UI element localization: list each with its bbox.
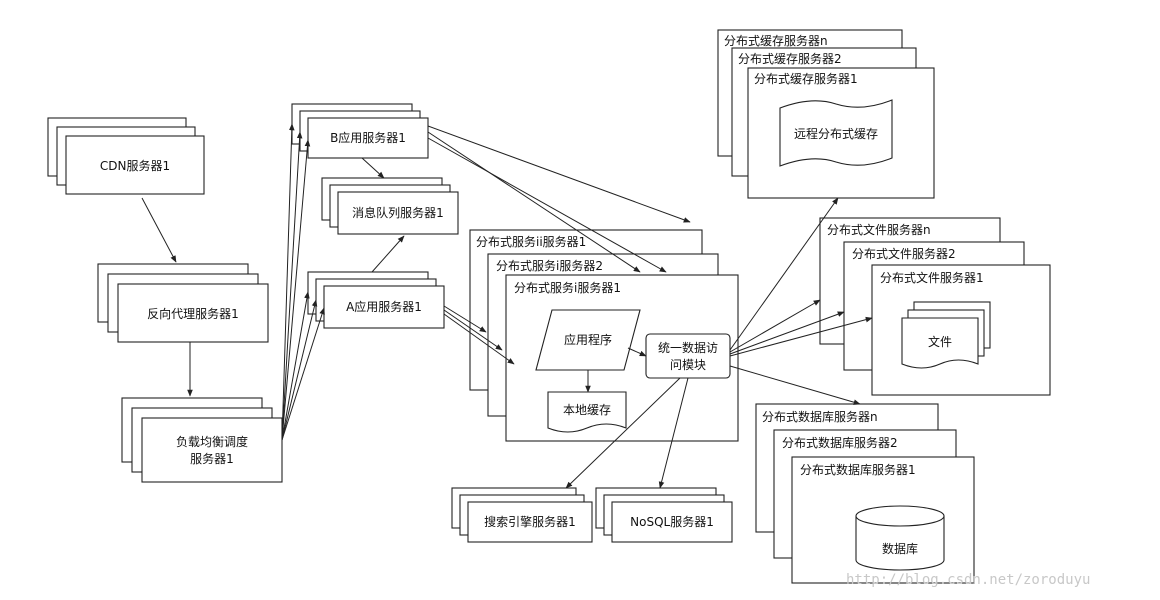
file-doc-front xyxy=(901,317,979,369)
db-2-label: 分布式数据库服务器2 xyxy=(782,435,898,450)
edge-unified-to-db xyxy=(729,365,861,405)
edge-a-app-to-mq xyxy=(371,235,405,273)
cache-2-label: 分布式缓存服务器2 xyxy=(738,51,842,66)
db-n-label: 分布式数据库服务器n xyxy=(762,409,878,424)
nosql-card-front xyxy=(611,501,733,543)
a-app-label: A应用服务器1 xyxy=(346,299,422,314)
cache-n-label: 分布式缓存服务器n xyxy=(724,33,828,48)
edge-unified-to-nosql xyxy=(658,377,689,489)
mq-label: 消息队列服务器1 xyxy=(352,205,444,220)
unified-access-label-line1: 统一数据访 xyxy=(658,340,718,355)
cdn-server-card-front xyxy=(65,135,205,195)
edge-lb-to-b-app-1 xyxy=(281,123,295,441)
reverse-proxy-card-front xyxy=(117,283,269,343)
edge-b-app-to-dist-1 xyxy=(427,125,691,223)
reverse-proxy-stack: 反向代理服务器1 xyxy=(97,263,269,343)
nosql-label: NoSQL服务器1 xyxy=(630,514,714,529)
a-app-server-stack: A应用服务器1 xyxy=(307,271,445,329)
dist-service-i1-label: 分布式服务i服务器1 xyxy=(514,280,621,295)
edge-b-app-to-mq xyxy=(361,157,385,179)
database-cylinder-top xyxy=(855,505,945,527)
unified-access-label-line2: 问模块 xyxy=(670,358,706,372)
edge-lb-to-b-app-3 xyxy=(281,139,311,441)
file-2-label: 分布式文件服务器2 xyxy=(852,246,956,261)
cdn-server-stack: CDN服务器1 xyxy=(47,117,205,195)
edge-a-app-to-dist-3 xyxy=(443,313,515,365)
db-1-label: 分布式数据库服务器1 xyxy=(800,462,916,477)
cache-1-label: 分布式缓存服务器1 xyxy=(754,71,858,86)
file-n-label: 分布式文件服务器n xyxy=(827,222,931,237)
edge-a-app-to-dist-1 xyxy=(443,305,487,333)
a-app-card-front xyxy=(323,285,445,329)
distributed-cache-stack: 分布式缓存服务器n 分布式缓存服务器2 分布式缓存服务器1 远程分布式缓存 xyxy=(717,29,935,199)
distributed-service-stack: 分布式服务ii服务器1 分布式服务i服务器2 分布式服务i服务器1 应用程序 本… xyxy=(469,229,739,442)
message-queue-stack: 消息队列服务器1 xyxy=(321,177,459,235)
file-1-label: 分布式文件服务器1 xyxy=(880,270,984,285)
app-program-label: 应用程序 xyxy=(564,332,612,347)
edge-app-program-to-unified xyxy=(627,347,647,357)
b-app-label: B应用服务器1 xyxy=(330,130,406,145)
edge-lb-to-a-app-3 xyxy=(281,307,325,441)
edge-unified-to-file-n xyxy=(729,299,821,353)
connections xyxy=(141,123,873,489)
search-engine-card-front xyxy=(467,501,593,543)
local-cache-shape xyxy=(547,391,627,433)
search-engine-label: 搜索引擎服务器1 xyxy=(484,514,576,529)
mq-card-front xyxy=(337,191,459,235)
nosql-stack: NoSQL服务器1 xyxy=(595,487,733,543)
edge-unified-to-file-1 xyxy=(729,316,873,357)
load-balancer-card-front xyxy=(141,417,283,483)
app-program-shape xyxy=(535,309,641,371)
remote-cache-shape xyxy=(779,99,893,167)
database-label: 数据库 xyxy=(882,541,918,556)
search-engine-stack: 搜索引擎服务器1 xyxy=(451,487,593,543)
watermark-url: http://blog.csdn.net/zoroduyu xyxy=(846,572,1090,588)
edge-lb-to-a-app-1 xyxy=(281,291,310,441)
load-balancer-label-line2: 服务器1 xyxy=(190,451,234,466)
distributed-database-stack: 分布式数据库服务器n 分布式数据库服务器2 分布式数据库服务器1 数据库 xyxy=(755,403,975,584)
edge-unified-to-cache xyxy=(729,197,839,351)
load-balancer-label-line1: 负载均衡调度 xyxy=(176,434,248,449)
edge-a-app-to-dist-2 xyxy=(443,309,503,351)
edge-unified-to-search xyxy=(565,377,681,489)
file-label: 文件 xyxy=(928,334,952,349)
edge-lb-to-a-app-2 xyxy=(281,299,318,441)
distributed-file-stack: 分布式文件服务器n 分布式文件服务器2 分布式文件服务器1 文件 xyxy=(819,217,1051,396)
remote-cache-label: 远程分布式缓存 xyxy=(794,126,878,141)
edge-unified-to-file-2 xyxy=(729,311,845,355)
dist-service-ii-label: 分布式服务ii服务器1 xyxy=(476,234,586,249)
b-app-server-stack: B应用服务器1 xyxy=(291,103,429,159)
reverse-proxy-label: 反向代理服务器1 xyxy=(147,306,239,321)
edge-b-app-to-dist-3 xyxy=(427,137,667,273)
dist-service-i2-label: 分布式服务i服务器2 xyxy=(496,258,603,273)
edge-cdn-to-reverse-proxy xyxy=(141,197,177,263)
database-cylinder-body xyxy=(855,516,945,571)
edge-b-app-to-dist-2 xyxy=(427,131,641,273)
load-balancer-stack: 负载均衡调度 服务器1 xyxy=(121,397,283,483)
local-cache-label: 本地缓存 xyxy=(563,403,611,417)
edge-lb-to-b-app-2 xyxy=(281,131,303,441)
cdn-server-label: CDN服务器1 xyxy=(100,158,170,173)
